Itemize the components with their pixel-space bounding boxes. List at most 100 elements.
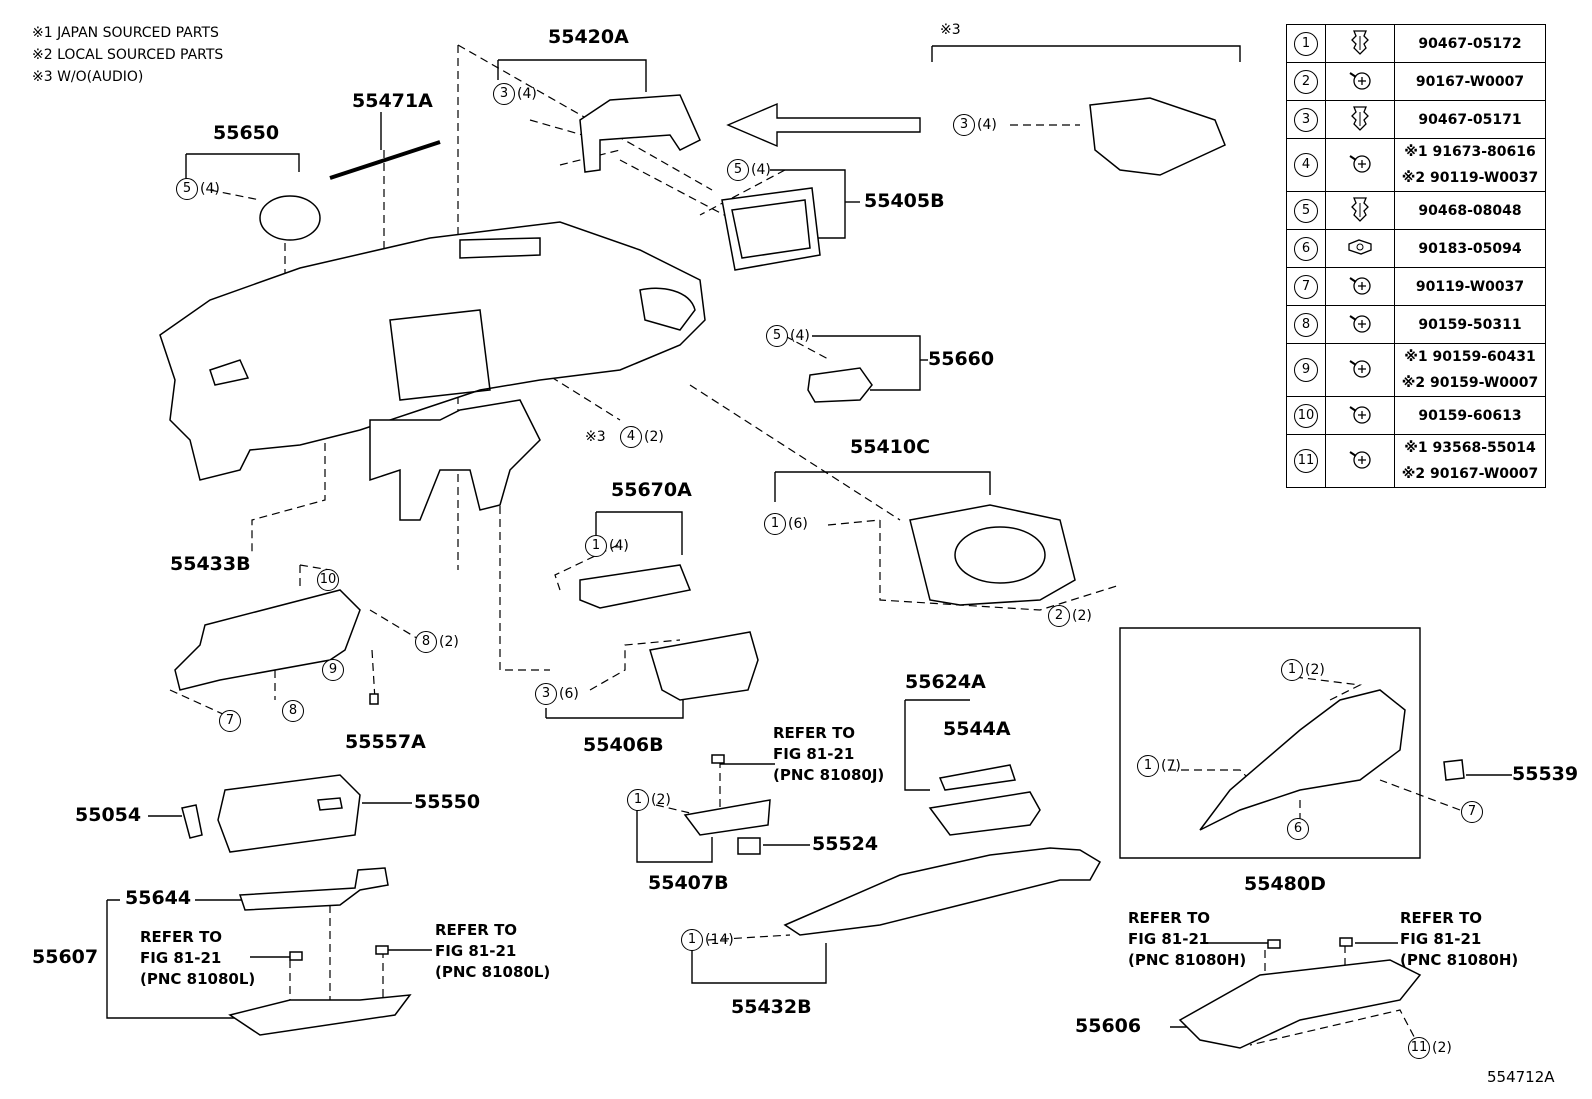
screw-icon bbox=[1325, 267, 1395, 306]
callout-6: 6 bbox=[1287, 818, 1309, 840]
fastener-row: 9 ※1 90159-60431 ※2 90159-W0007 bbox=[1286, 343, 1546, 397]
part-55410C-meter-ring bbox=[954, 526, 1046, 584]
label-55624A: 55624A bbox=[905, 671, 986, 693]
qty-label: (2) bbox=[1432, 1040, 1452, 1056]
label-55557A: 55557A bbox=[345, 731, 426, 753]
leader-55607 bbox=[106, 899, 245, 1019]
qty-label: (2) bbox=[1072, 608, 1092, 624]
dash-55433B-10 bbox=[299, 564, 331, 590]
fastener-row: 6 90183-05094 bbox=[1286, 229, 1546, 268]
part-55406B-shape bbox=[649, 631, 759, 701]
callout-8: 8 bbox=[415, 631, 437, 653]
dash-55405B-screw bbox=[699, 169, 786, 216]
fastener-part-number: ※1 93568-55014 ※2 90167-W0007 bbox=[1394, 434, 1546, 488]
callout-1: 1 bbox=[764, 513, 786, 535]
fastener-number: 7 bbox=[1294, 274, 1318, 299]
callout-5: 5 bbox=[766, 325, 788, 347]
fastener-part-number: 90467-05172 bbox=[1394, 24, 1546, 63]
qty-label: (2) bbox=[651, 792, 671, 808]
fastener-number-cell: 9 bbox=[1286, 343, 1326, 397]
callout-3: 3 bbox=[953, 114, 975, 136]
qty-label: (4) bbox=[609, 538, 629, 554]
dash-55410C bbox=[689, 384, 901, 521]
label-55406B: 55406B bbox=[583, 734, 664, 756]
callout-1: 1 bbox=[1137, 755, 1159, 777]
label-55650: 55650 bbox=[213, 122, 280, 144]
fastener-number-cell: 10 bbox=[1286, 396, 1326, 435]
part-55405B-inner bbox=[731, 199, 811, 259]
callout-1: 1 bbox=[627, 789, 649, 811]
qty-label: (4) bbox=[977, 117, 997, 133]
panel-vent-left bbox=[209, 359, 250, 386]
callout-1: 1 bbox=[1281, 659, 1303, 681]
fastener-number-cell: 8 bbox=[1286, 305, 1326, 344]
part-55480D-shape bbox=[1199, 689, 1406, 831]
fastener-row: 4※1 91673-80616 ※2 90119-W0037 bbox=[1286, 138, 1546, 192]
callout-3: 3 bbox=[493, 83, 515, 105]
fastener-part-number: 90183-05094 bbox=[1394, 229, 1546, 268]
fastener-number: 6 bbox=[1294, 236, 1318, 261]
fastener-number-cell: 7 bbox=[1286, 267, 1326, 306]
part-55606-shape bbox=[1178, 959, 1422, 1049]
refer-to-81080L-left: REFER TO FIG 81-21 (PNC 81080L) bbox=[140, 928, 256, 988]
fastener-number-cell: 1 bbox=[1286, 24, 1326, 63]
fastener-part-number: ※1 90159-60431 ※2 90159-W0007 bbox=[1394, 343, 1546, 397]
dash-55432B bbox=[707, 934, 791, 941]
panel-center-opening bbox=[389, 309, 491, 401]
part-55644-shape bbox=[238, 867, 389, 911]
label-55670A: 55670A bbox=[611, 479, 692, 501]
panel-vent-right bbox=[639, 287, 696, 331]
qty-label: (4) bbox=[790, 328, 810, 344]
screw-icon bbox=[1325, 62, 1395, 101]
label-55054: 55054 bbox=[75, 804, 142, 826]
part-55670A-shape bbox=[579, 564, 692, 609]
callout-1: 1 bbox=[681, 929, 703, 951]
part-55607-shape bbox=[228, 994, 412, 1036]
qty-label: (6) bbox=[788, 516, 808, 532]
panel-lower-frame bbox=[369, 399, 541, 521]
part-5544A-shape bbox=[938, 764, 1016, 791]
fastener-part-number: 90159-60613 bbox=[1394, 396, 1546, 435]
dash-55480D-1b bbox=[1168, 769, 1261, 791]
qty-label: (4) bbox=[200, 181, 220, 197]
dash-55433B-7-8 bbox=[169, 670, 276, 716]
dash-55650-screw bbox=[209, 189, 261, 201]
fastener-number: 1 bbox=[1294, 31, 1318, 56]
label-55660: 55660 bbox=[928, 348, 995, 370]
part-55054-shape bbox=[181, 804, 203, 839]
leader-55624A bbox=[904, 699, 970, 791]
leader-55670A bbox=[595, 511, 683, 555]
part-55660-shape bbox=[807, 367, 873, 403]
fastener-number: 11 bbox=[1294, 449, 1318, 473]
glove-box-handle bbox=[317, 797, 343, 811]
qty-label: (7) bbox=[1161, 758, 1181, 774]
label-55405B: 55405B bbox=[864, 190, 945, 212]
callout-10: 10 bbox=[317, 569, 339, 591]
dash-55607-refs bbox=[289, 950, 384, 1000]
instrument-panel-part bbox=[159, 221, 706, 481]
leader-55405B bbox=[770, 169, 846, 239]
part-55650-shape bbox=[259, 195, 321, 241]
qty-label: (2) bbox=[439, 634, 459, 650]
screw-icon bbox=[1325, 396, 1395, 435]
refer-to-81080H-left: REFER TO FIG 81-21 (PNC 81080H) bbox=[1128, 909, 1247, 969]
note-x3-callout: ※3 bbox=[585, 429, 606, 445]
part-55410C-shape bbox=[909, 504, 1076, 606]
part-55471A-shape bbox=[329, 140, 441, 180]
fastener-part-number: 90467-05171 bbox=[1394, 100, 1546, 139]
refer-to-81080J: REFER TO FIG 81-21 (PNC 81080J) bbox=[773, 724, 885, 784]
callout-5: 5 bbox=[727, 159, 749, 181]
label-55471A: 55471A bbox=[352, 90, 433, 112]
leader-55420A bbox=[498, 59, 647, 92]
callout-9: 9 bbox=[322, 659, 344, 681]
screw-icon bbox=[1325, 305, 1395, 344]
part-55550-shape bbox=[217, 774, 361, 853]
label-55407B: 55407B bbox=[648, 872, 729, 894]
qty-label: (4) bbox=[517, 86, 537, 102]
screw-icon bbox=[1325, 343, 1395, 397]
note-local-sourced: ※2 LOCAL SOURCED PARTS bbox=[32, 47, 224, 63]
label-55607: 55607 bbox=[32, 946, 99, 968]
